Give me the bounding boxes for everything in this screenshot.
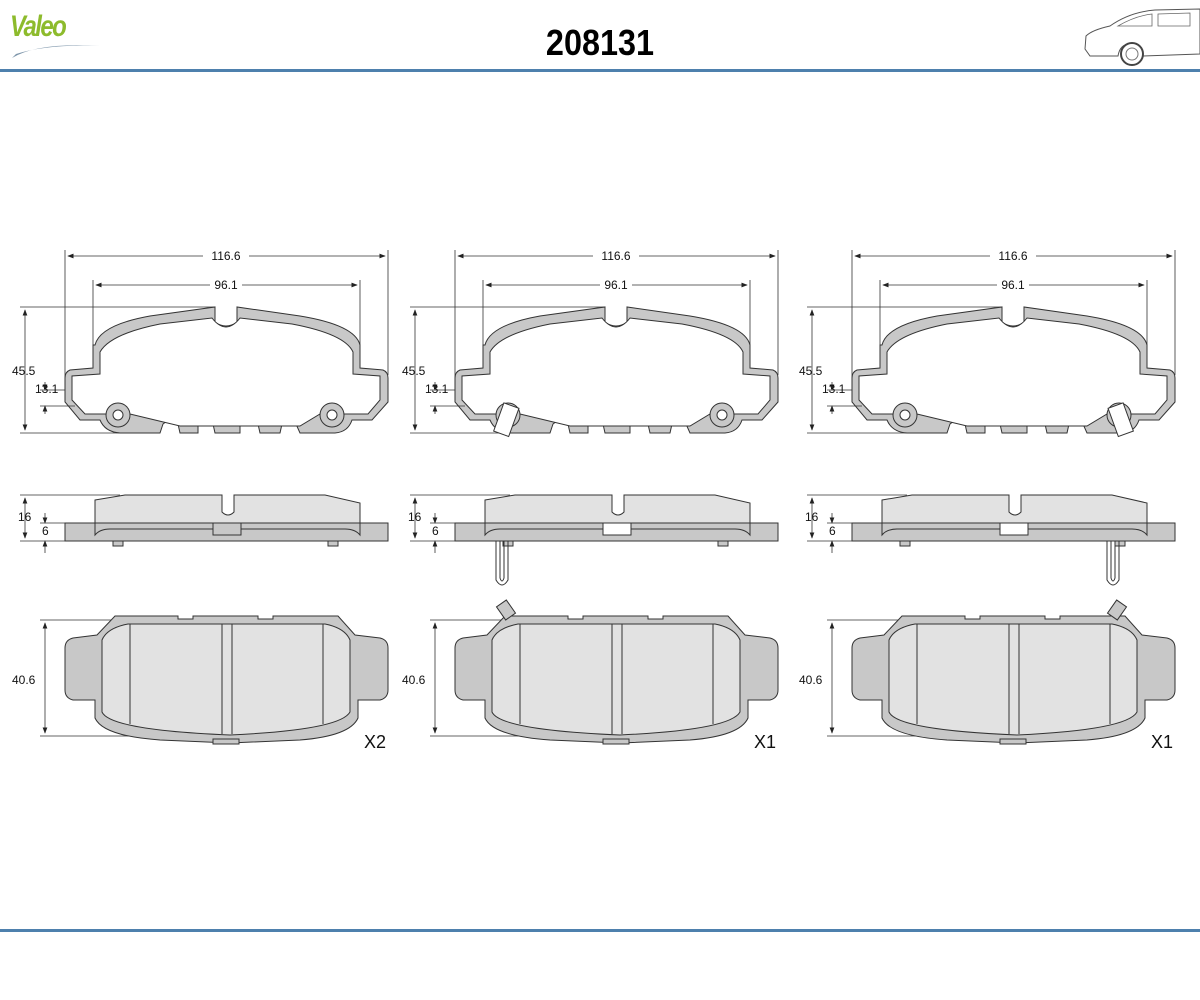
car-icon — [1084, 8, 1200, 66]
total-thickness-label: 16 — [408, 510, 422, 524]
overall-width-label: 116.6 — [998, 249, 1027, 263]
wear-sensor-clip — [493, 402, 632, 621]
pad-width-label: 96.1 — [604, 278, 628, 292]
pad-friction-view — [64, 615, 389, 745]
quantity-label: X2 — [364, 732, 386, 752]
height-label: 45.5 — [402, 364, 426, 378]
height-label: 45.5 — [799, 364, 823, 378]
pad-width-label: 96.1 — [1001, 278, 1025, 292]
part-number: 208131 — [545, 22, 655, 63]
total-thickness-label: 16 — [18, 510, 32, 524]
pad-width-label: 96.1 — [214, 278, 238, 292]
pad-top-view — [851, 306, 1176, 434]
total-thickness-label: 16 — [805, 510, 819, 524]
dimension-lines — [20, 250, 389, 737]
quantity-label: X1 — [754, 732, 776, 752]
valeo-logo: Valeo — [8, 8, 108, 60]
pad-top-view — [64, 306, 389, 434]
ear-height-label: 13.1 — [822, 382, 846, 396]
pad-side-view — [851, 494, 1176, 547]
plate-thickness-label: 6 — [42, 524, 49, 538]
pad-side-view — [454, 494, 779, 547]
quantity-label: X1 — [1151, 732, 1173, 752]
pad-set: 116.6 96.1 45.5 13.1 16 6 40.6 X1 — [402, 249, 779, 752]
ear-height-label: 13.1 — [425, 382, 449, 396]
pad-height-label: 40.6 — [12, 673, 36, 687]
footer-divider — [0, 929, 1200, 932]
pad-height-label: 40.6 — [402, 673, 426, 687]
overall-width-label: 116.6 — [601, 249, 630, 263]
height-label: 45.5 — [12, 364, 36, 378]
ear-height-label: 13.1 — [35, 382, 59, 396]
pad-side-view — [64, 494, 389, 547]
brand-name: Valeo — [10, 10, 67, 43]
pad-set: 116.6 96.1 45.5 13.1 16 6 40.6 X2 — [12, 249, 389, 752]
header-divider — [0, 69, 1200, 72]
wear-sensor-clip — [999, 402, 1134, 621]
pad-height-label: 40.6 — [799, 673, 823, 687]
pad-friction-view — [851, 615, 1176, 745]
pad-friction-view — [454, 615, 779, 745]
overall-width-label: 116.6 — [211, 249, 240, 263]
pad-set: 116.6 96.1 45.5 13.1 16 6 40.6 X1 — [799, 249, 1176, 752]
plate-thickness-label: 6 — [829, 524, 836, 538]
plate-thickness-label: 6 — [432, 524, 439, 538]
